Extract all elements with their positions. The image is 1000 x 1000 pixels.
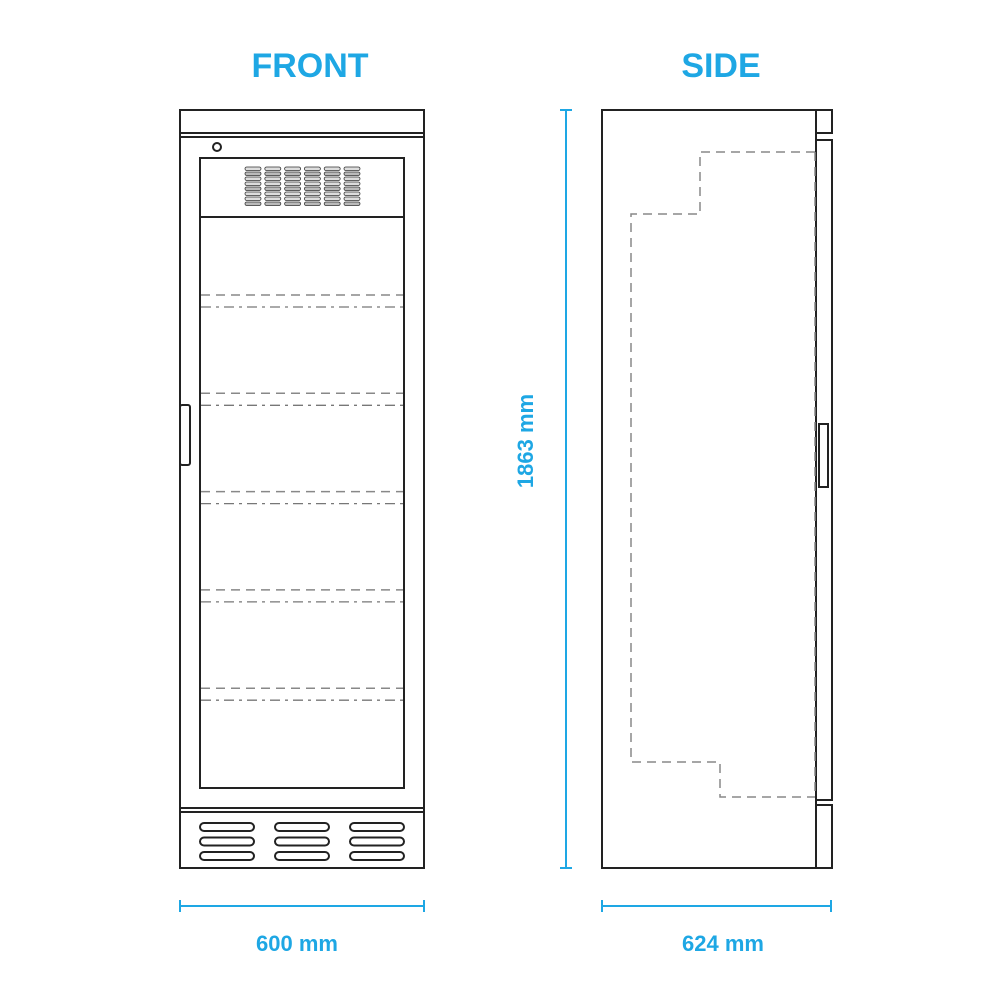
vent-slot <box>274 851 330 861</box>
front-view <box>179 109 425 869</box>
vent-slot <box>274 836 330 847</box>
front-width-dimension: 600 mm <box>179 900 425 956</box>
louver-slot <box>343 181 361 186</box>
louver-slot <box>323 186 341 191</box>
louver-slot <box>343 201 361 206</box>
louver-slot <box>323 201 341 206</box>
louver-slot <box>244 176 262 181</box>
louver-slot <box>323 196 341 201</box>
side-door-handle <box>818 423 829 488</box>
louver-slot <box>303 191 321 196</box>
top-louver-grille <box>244 166 361 206</box>
vent-slot <box>199 836 255 847</box>
louver-slot <box>343 171 361 176</box>
bottom-vent-grille <box>199 822 405 861</box>
side-door-edge <box>815 139 833 801</box>
door-handle <box>179 404 191 466</box>
louver-slot <box>323 176 341 181</box>
louver-slot <box>343 186 361 191</box>
louver-slot <box>284 166 302 171</box>
louver-slot <box>244 201 262 206</box>
side-depth-dimension: 624 mm <box>601 900 832 956</box>
louver-slot <box>323 191 341 196</box>
louver-slot <box>264 181 282 186</box>
louver-slot <box>303 196 321 201</box>
louver-slot <box>284 196 302 201</box>
vent-slot <box>199 822 255 832</box>
shelves <box>201 294 403 701</box>
louver-slot <box>323 166 341 171</box>
lock-icon <box>212 142 222 152</box>
louver-slot <box>303 181 321 186</box>
louver-slot <box>264 186 282 191</box>
height-label: 1863 mm <box>513 394 538 488</box>
louver-slot <box>244 191 262 196</box>
louver-slot <box>284 181 302 186</box>
louver-slot <box>303 201 321 206</box>
louver-slot <box>264 191 282 196</box>
louver-slot <box>343 176 361 181</box>
front-cabinet-outline <box>179 109 425 869</box>
louver-slot <box>343 166 361 171</box>
louver-slot <box>244 196 262 201</box>
louver-slot <box>284 186 302 191</box>
louver-slot <box>264 176 282 181</box>
louver-slot <box>244 181 262 186</box>
louver-slot <box>323 171 341 176</box>
vent-slot <box>349 822 405 832</box>
side-top-cap <box>815 109 833 134</box>
louver-slot <box>303 176 321 181</box>
glass-door-frame <box>199 157 405 789</box>
louver-slot <box>244 171 262 176</box>
louver-slot <box>343 196 361 201</box>
vent-slot <box>349 851 405 861</box>
louver-slot <box>303 171 321 176</box>
front-title: FRONT <box>251 47 368 85</box>
vent-slot <box>349 836 405 847</box>
side-title: SIDE <box>681 47 760 85</box>
louver-slot <box>284 171 302 176</box>
louver-slot <box>264 201 282 206</box>
front-width-label: 600 mm <box>256 931 338 956</box>
vent-slot <box>274 822 330 832</box>
side-cabinet-outline <box>601 109 817 869</box>
vent-slot <box>199 851 255 861</box>
louver-slot <box>284 176 302 181</box>
louver-slot <box>303 186 321 191</box>
louver-slot <box>323 181 341 186</box>
height-dimension: 1863 mm <box>513 109 572 869</box>
louver-slot <box>264 166 282 171</box>
louver-slot <box>303 166 321 171</box>
side-depth-label: 624 mm <box>682 931 764 956</box>
louver-slot <box>343 191 361 196</box>
louver-slot <box>264 171 282 176</box>
side-view <box>601 109 833 869</box>
louver-slot <box>244 186 262 191</box>
louver-slot <box>284 191 302 196</box>
interior-hidden-outline <box>630 151 815 798</box>
louver-slot <box>264 196 282 201</box>
louver-slot <box>244 166 262 171</box>
side-plinth <box>815 804 833 869</box>
louver-slot <box>284 201 302 206</box>
